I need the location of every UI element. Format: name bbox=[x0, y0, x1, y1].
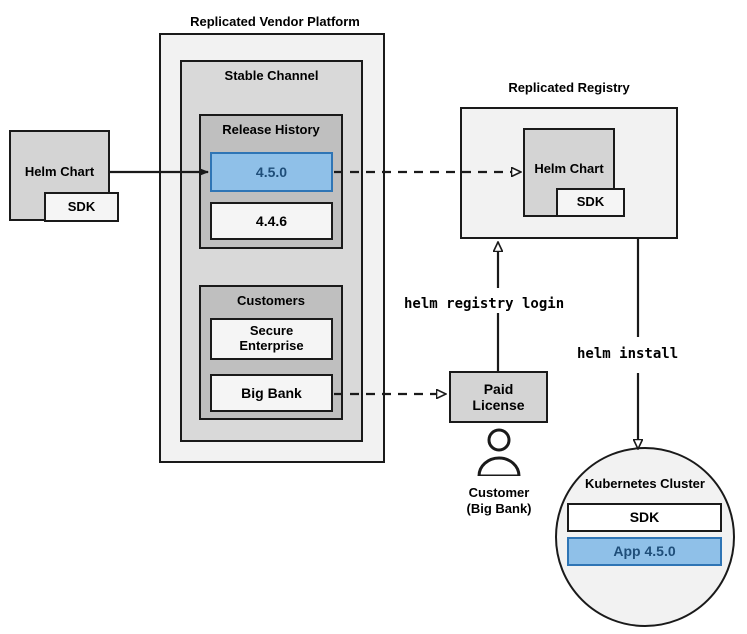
paid-license-line1: Paid bbox=[483, 380, 514, 397]
paid-license-box[interactable]: Paid License bbox=[449, 371, 548, 423]
cluster-app-box[interactable]: App 4.5.0 bbox=[567, 537, 722, 566]
customer-secure-enterprise-line1: Secure bbox=[249, 323, 294, 339]
cluster-sdk-label: SDK bbox=[629, 509, 660, 526]
paid-license-line2: License bbox=[472, 397, 525, 413]
release-4-4-6-label: 4.4.6 bbox=[255, 212, 288, 229]
kubernetes-cluster-label: Kubernetes Cluster bbox=[585, 476, 705, 491]
source-sdk-box[interactable]: SDK bbox=[44, 192, 119, 222]
customer-secure-enterprise-line2: Enterprise bbox=[239, 338, 304, 353]
customer-big-bank-label: Big Bank bbox=[241, 384, 302, 401]
registry-helm-chart-label: Helm Chart bbox=[534, 161, 604, 176]
helm-registry-login-label: helm registry login bbox=[404, 296, 565, 312]
customer-actor-line2: (Big Bank) bbox=[466, 501, 532, 516]
release-4-4-6-box[interactable]: 4.4.6 bbox=[210, 202, 333, 240]
registry-title: Replicated Registry bbox=[508, 80, 630, 95]
stable-channel-label: Stable Channel bbox=[224, 68, 319, 83]
customers-label: Customers bbox=[237, 293, 305, 308]
source-helm-chart-label: Helm Chart bbox=[24, 164, 95, 179]
release-history-label: Release History bbox=[222, 122, 320, 137]
release-4-5-0-label: 4.5.0 bbox=[255, 163, 288, 180]
source-sdk-label: SDK bbox=[67, 198, 96, 214]
customer-secure-enterprise-box[interactable]: Secure Enterprise bbox=[210, 318, 333, 360]
cluster-sdk-box[interactable]: SDK bbox=[567, 503, 722, 532]
cluster-app-label: App 4.5.0 bbox=[613, 543, 676, 560]
release-4-5-0-box[interactable]: 4.5.0 bbox=[210, 152, 333, 192]
person-icon bbox=[468, 428, 530, 478]
registry-sdk-label: SDK bbox=[576, 194, 605, 210]
customer-actor-line1: Customer bbox=[468, 485, 530, 500]
helm-install-label: helm install bbox=[577, 346, 679, 362]
customer-big-bank-box[interactable]: Big Bank bbox=[210, 374, 333, 412]
platform-title: Replicated Vendor Platform bbox=[190, 14, 360, 29]
registry-sdk-box[interactable]: SDK bbox=[556, 188, 625, 217]
